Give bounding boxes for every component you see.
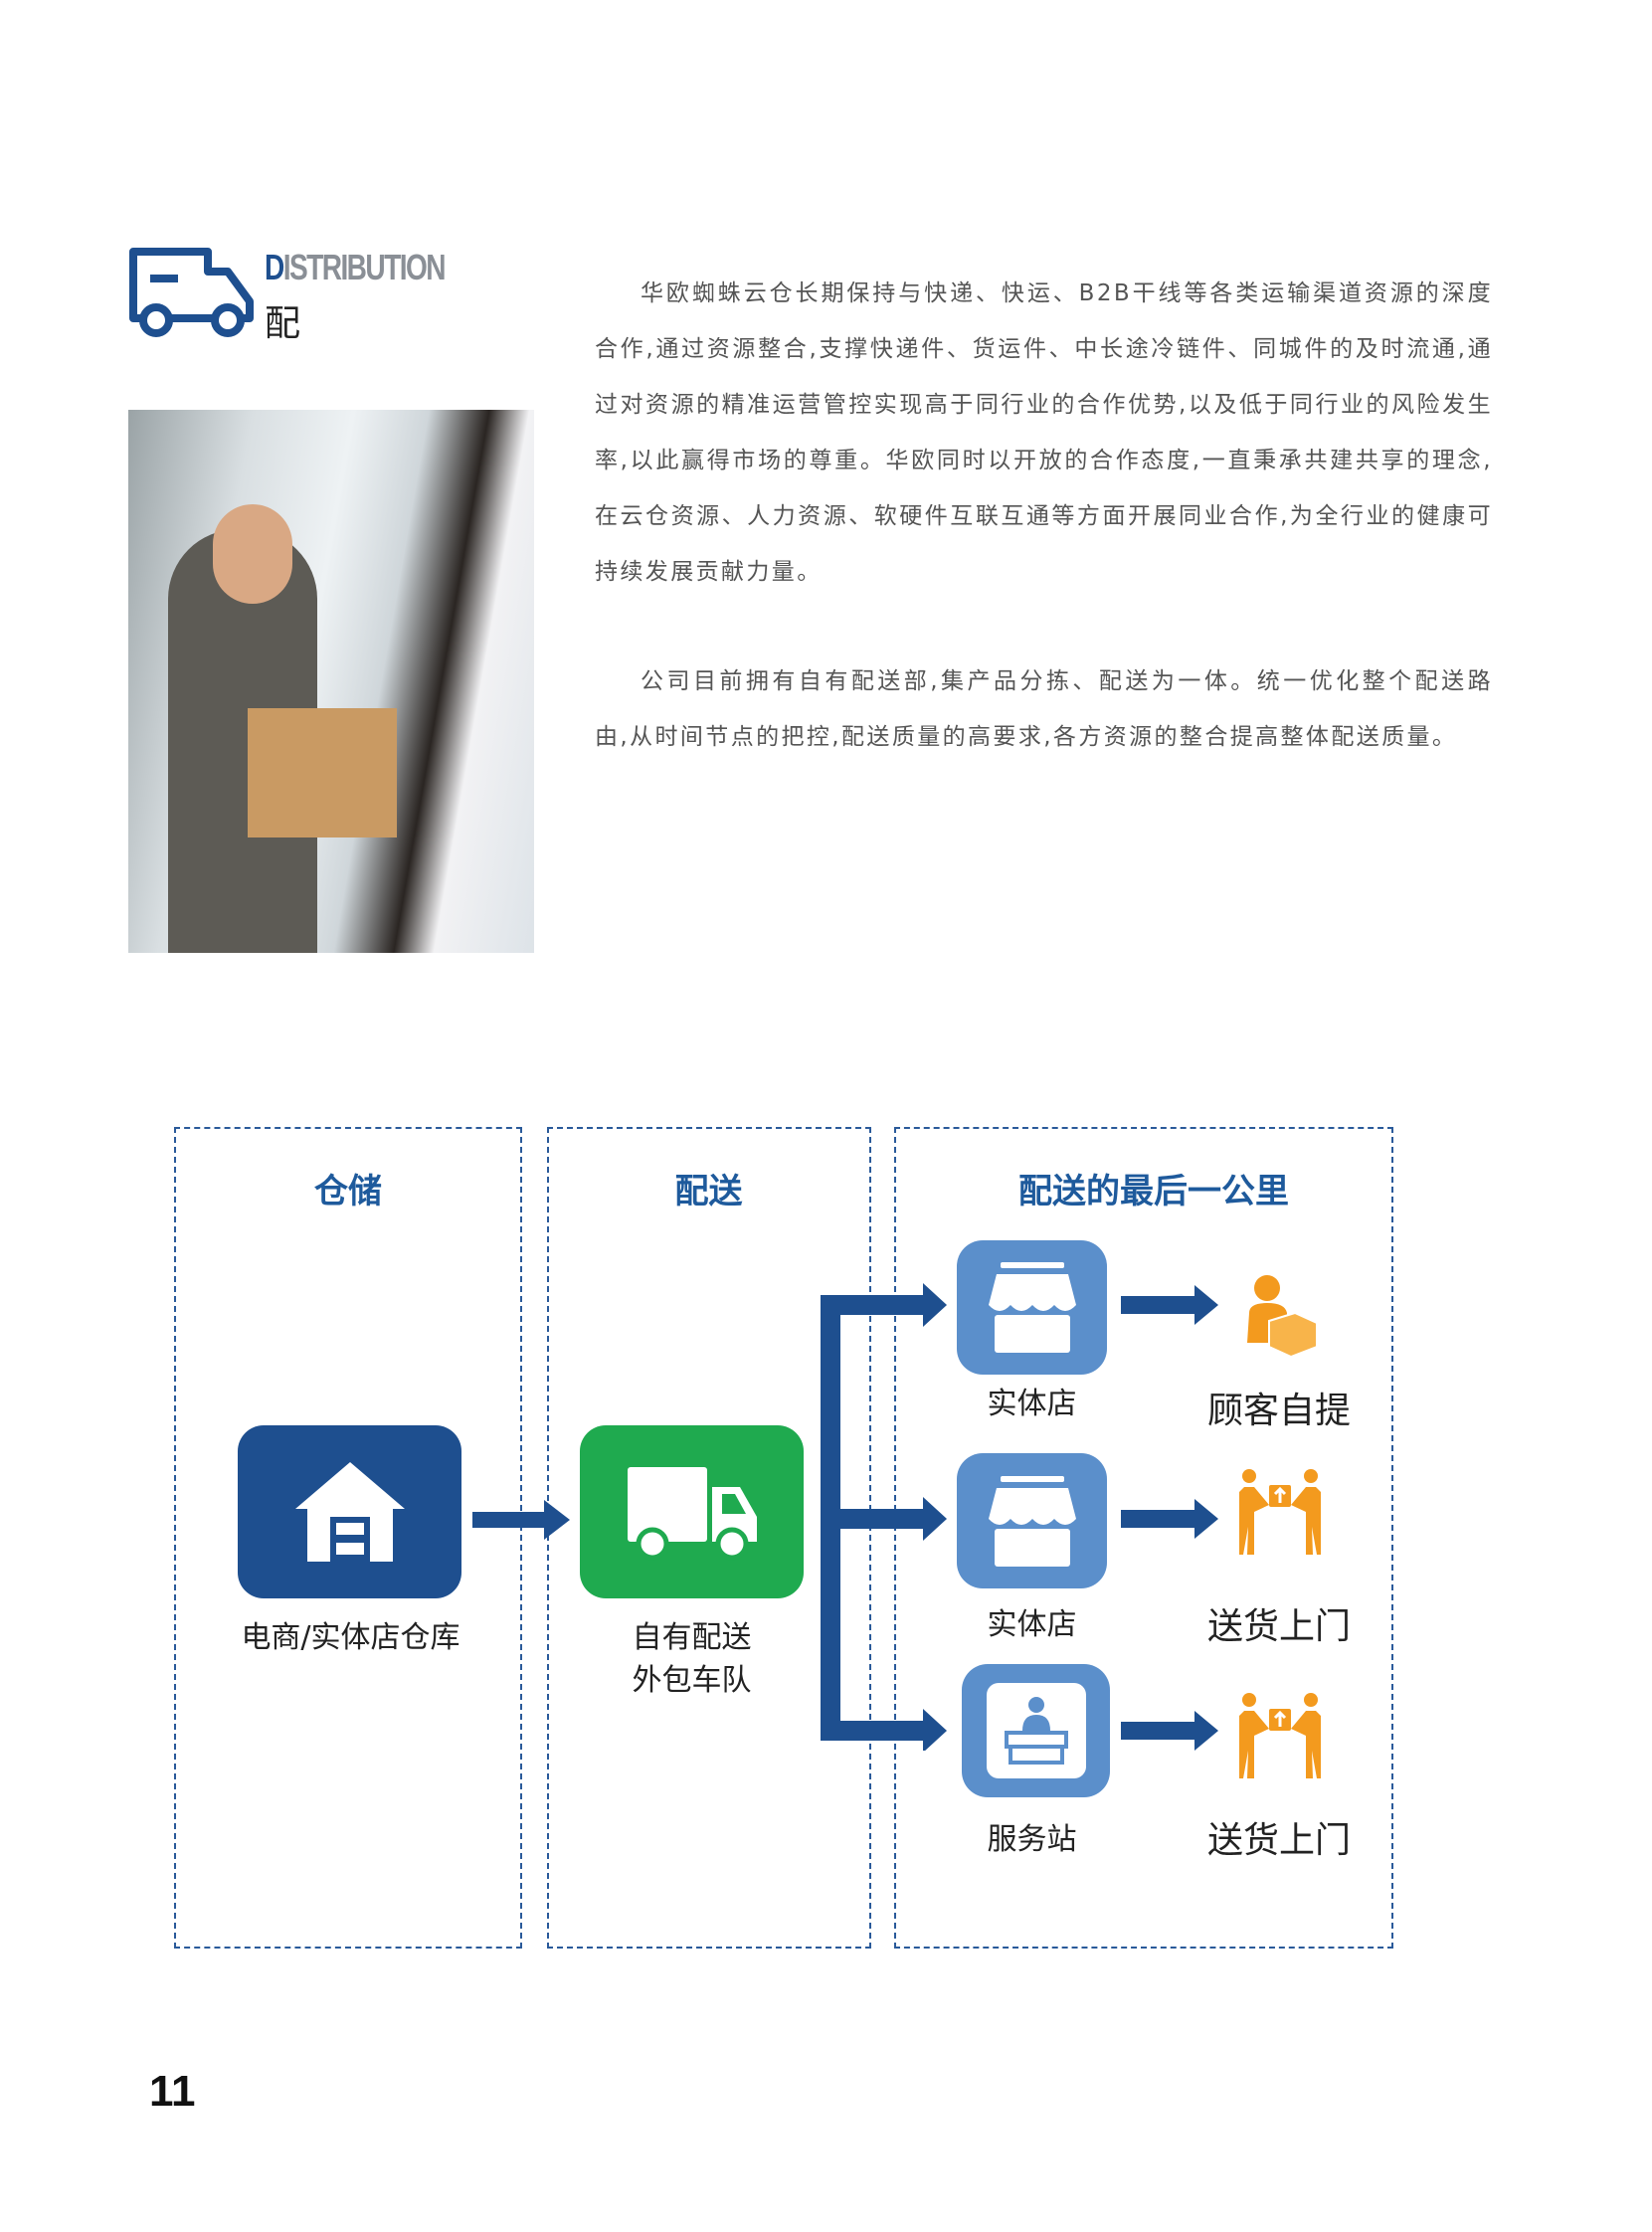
handover-icon <box>1239 1469 1321 1555</box>
warehouse-icon <box>294 1462 405 1562</box>
column-last-mile <box>894 1127 1393 1949</box>
delivery-tile <box>580 1425 804 1598</box>
arrow-right-icon <box>1121 1285 1218 1325</box>
truck-icon <box>129 248 254 337</box>
store-icon <box>988 1262 1076 1353</box>
arrow-right-icon <box>1121 1711 1218 1751</box>
result-label-3: 送货上门 <box>1206 1820 1351 1861</box>
column-title-last-mile: 配送的最后一公里 <box>1018 1172 1289 1211</box>
store-tile-1 <box>957 1240 1107 1375</box>
node-label-3: 服务站 <box>987 1822 1077 1857</box>
column-title-delivery: 配送 <box>674 1172 743 1211</box>
node-label-2: 实体店 <box>987 1607 1077 1642</box>
page-number: 11 <box>149 2067 196 2116</box>
paragraph-2: 公司目前拥有自有配送部,集产品分拣、配送为一体。统一优化整个配送路由,从时间节点… <box>595 668 1493 750</box>
store-icon <box>988 1475 1076 1567</box>
handover-icon <box>1239 1693 1321 1778</box>
service-desk-icon <box>986 1683 1086 1778</box>
courier-delivery-photo <box>128 410 534 953</box>
section-title-cn: 配 <box>265 303 301 344</box>
person-with-box-icon <box>1247 1275 1318 1359</box>
branch-connector <box>821 1283 947 1751</box>
delivery-label-line2: 外包车队 <box>632 1663 752 1698</box>
column-title-storage: 仓储 <box>314 1172 382 1211</box>
warehouse-label: 电商/实体店仓库 <box>241 1620 460 1655</box>
column-delivery <box>547 1127 871 1949</box>
result-label-1: 顾客自提 <box>1206 1391 1351 1431</box>
arrow-right-icon <box>1121 1499 1218 1539</box>
section-title-en: DISTRIBUTION <box>265 247 447 287</box>
warehouse-tile <box>238 1425 461 1598</box>
delivery-label-line1: 自有配送 <box>632 1620 752 1655</box>
node-label-1: 实体店 <box>987 1387 1077 1421</box>
arrow-right-icon <box>472 1500 570 1540</box>
truck-icon <box>627 1467 757 1561</box>
column-storage <box>174 1127 522 1949</box>
paragraph-1: 华欧蜘蛛云仓长期保持与快递、快运、B2B干线等各类运输渠道资源的深度合作,通过资… <box>595 280 1493 585</box>
service-station-tile <box>962 1664 1110 1797</box>
result-label-2: 送货上门 <box>1206 1606 1351 1647</box>
store-tile-2 <box>957 1453 1107 1588</box>
